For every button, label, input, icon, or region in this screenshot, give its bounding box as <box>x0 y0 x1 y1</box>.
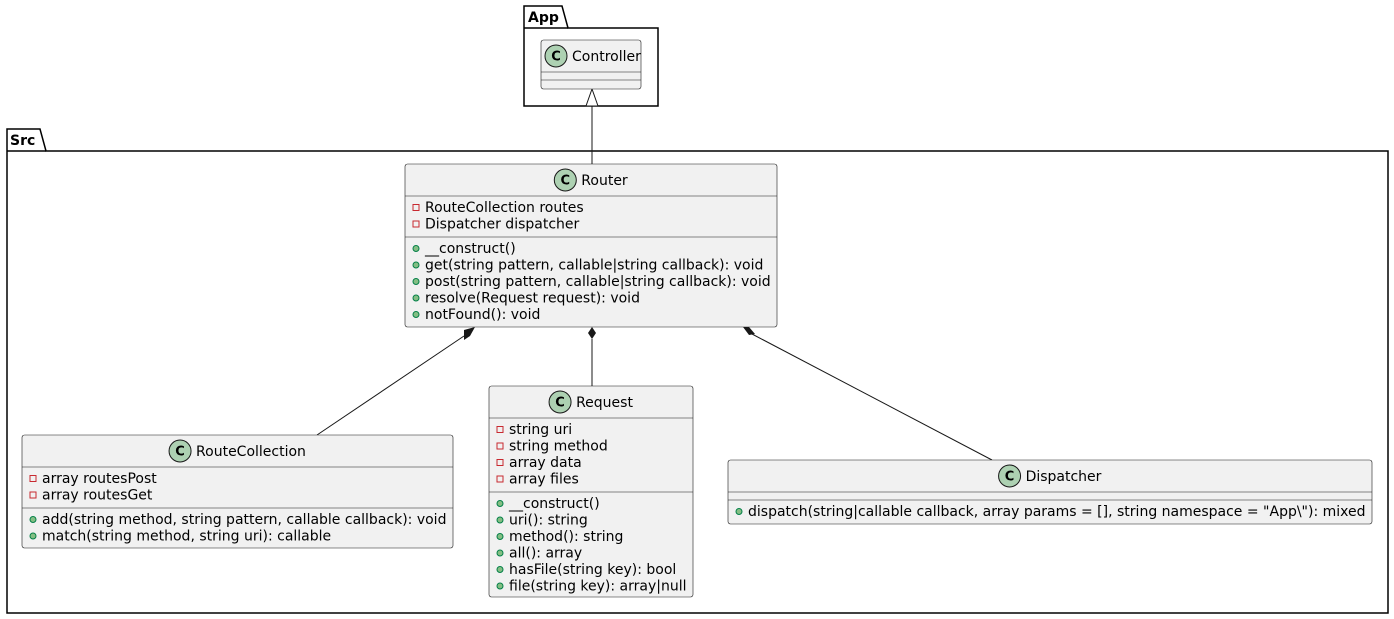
composition-edge-router-routecollection <box>316 335 465 436</box>
class-name-router: Router <box>581 173 628 189</box>
public-visibility-icon <box>412 245 420 252</box>
class-name-controller: Controller <box>572 49 641 65</box>
class-box-request <box>488 385 694 598</box>
relations <box>316 87 993 461</box>
class-stereotype-icon <box>548 390 572 414</box>
method-router: resolve(Request request): void <box>425 291 640 307</box>
class-stereotype-letter: C <box>1005 470 1015 485</box>
class-stereotype-icon <box>553 168 577 192</box>
class-stereotype-letter: C <box>561 174 571 189</box>
method-request: __construct() <box>508 496 600 512</box>
method-request: uri(): string <box>509 513 588 529</box>
composition-diamond-request <box>588 327 596 339</box>
class-name-routecollection: RouteCollection <box>196 444 306 460</box>
public-visibility-icon <box>496 566 504 573</box>
public-visibility-icon <box>412 294 420 302</box>
field-routecollection: array routesPost <box>42 471 157 487</box>
field-request: array data <box>509 455 582 471</box>
field-routecollection: array routesGet <box>42 488 153 504</box>
private-visibility-icon <box>412 204 420 211</box>
private-visibility-icon <box>496 426 504 433</box>
class-router: Router C RouteCollection routesDispatcher … <box>404 163 778 328</box>
method-router: post(string pattern, callable|string cal… <box>425 274 771 290</box>
inheritance-arrowhead <box>585 87 599 107</box>
class-stereotype-icon <box>998 464 1022 488</box>
private-visibility-icon <box>496 442 504 450</box>
private-visibility-icon <box>496 475 504 483</box>
public-visibility-icon <box>735 508 743 515</box>
class-controller: Controller C <box>540 39 642 90</box>
field-request: string method <box>509 439 608 455</box>
method-request: method(): string <box>509 529 623 545</box>
class-stereotype-icon <box>168 439 192 463</box>
field-request: array files <box>509 472 579 488</box>
class-box-router <box>404 163 778 328</box>
class-stereotype-icon <box>544 44 568 68</box>
class-stereotype-letter: C <box>555 396 565 411</box>
composition-diamond-routecollection <box>464 327 475 340</box>
class-stereotype-letter: C <box>551 50 561 65</box>
public-visibility-icon <box>412 278 420 285</box>
package-title-src: Src <box>10 133 35 149</box>
method-router: __construct() <box>424 241 516 257</box>
class-box-routecollection <box>21 434 454 549</box>
composition-diamond-dispatcher <box>743 327 755 335</box>
composition-edge-router-dispatcher <box>751 333 993 461</box>
class-name-dispatcher: Dispatcher <box>1026 469 1102 485</box>
class-stereotype-letter: C <box>175 445 185 460</box>
public-visibility-icon <box>496 549 504 557</box>
public-visibility-icon <box>29 516 37 523</box>
public-visibility-icon <box>29 532 37 540</box>
public-visibility-icon <box>496 500 504 507</box>
method-request: all(): array <box>509 546 582 562</box>
field-router: Dispatcher dispatcher <box>425 217 580 233</box>
public-visibility-icon <box>496 582 504 590</box>
public-visibility-icon <box>412 261 420 269</box>
field-request: string uri <box>509 422 572 438</box>
method-request: file(string key): array|null <box>509 579 687 595</box>
private-visibility-icon <box>496 459 504 466</box>
method-dispatcher: dispatch(string|callable callback, array… <box>748 504 1366 520</box>
method-router: notFound(): void <box>425 307 540 323</box>
method-request: hasFile(string key): bool <box>509 562 676 578</box>
public-visibility-icon <box>496 533 504 540</box>
private-visibility-icon <box>412 220 420 228</box>
private-visibility-icon <box>29 475 37 482</box>
method-routecollection: add(string method, string pattern, calla… <box>42 512 446 528</box>
method-router: get(string pattern, callable|string call… <box>425 258 763 274</box>
private-visibility-icon <box>29 491 37 499</box>
package-title-app: App <box>528 10 559 26</box>
field-router: RouteCollection routes <box>425 200 584 216</box>
public-visibility-icon <box>412 311 420 318</box>
public-visibility-icon <box>496 516 504 524</box>
method-routecollection: match(string method, string uri): callab… <box>42 529 331 545</box>
class-name-request: Request <box>576 395 633 411</box>
